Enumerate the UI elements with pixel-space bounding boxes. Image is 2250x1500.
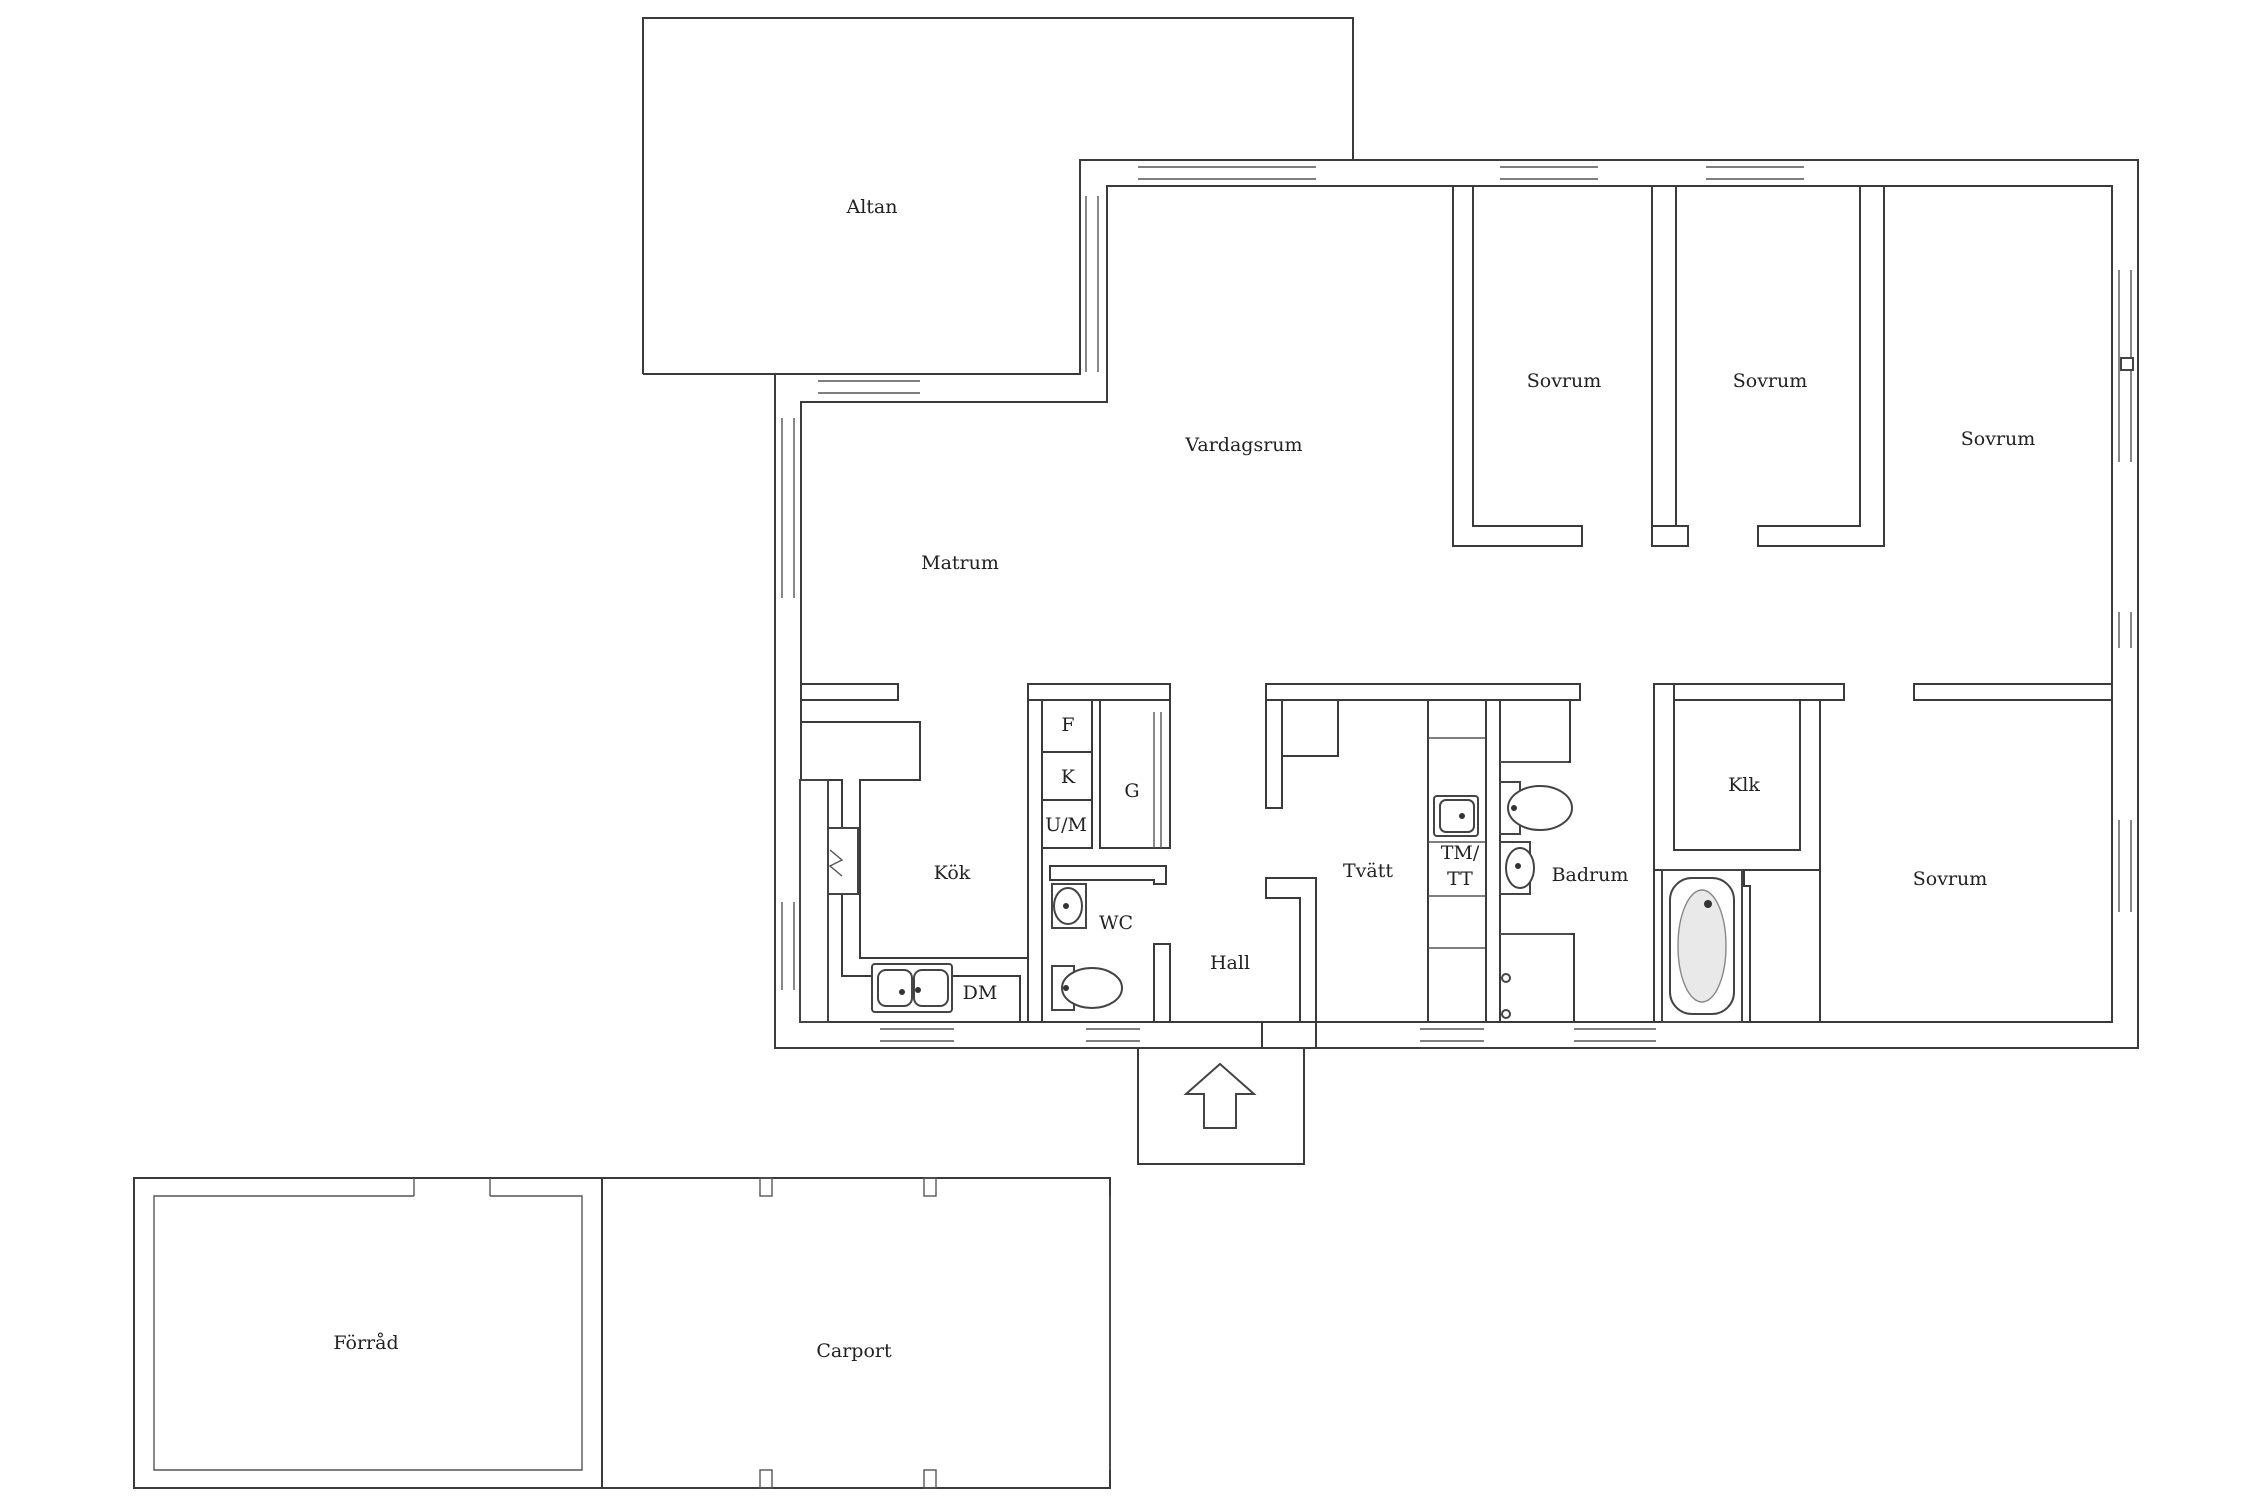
laundry-sink — [1433, 795, 1479, 837]
label-tvatt: Tvätt — [1343, 860, 1393, 882]
entrance — [1137, 1048, 1305, 1165]
label-sovrum-1: Sovrum — [1527, 370, 1602, 392]
windows — [781, 166, 2134, 1042]
label-klk: Klk — [1728, 774, 1760, 796]
label-wc: WC — [1099, 912, 1133, 934]
label-vardagsrum: Vardagsrum — [1184, 434, 1302, 456]
label-fridge: F — [1061, 714, 1074, 736]
wc-fixtures — [1051, 883, 1123, 1011]
label-wardrobe: G — [1124, 780, 1139, 802]
label-sovrum-3: Sovrum — [1961, 428, 2036, 450]
label-oven-micro: U/M — [1045, 814, 1087, 836]
interior-walls — [800, 185, 2113, 1049]
outbuilding — [133, 1177, 1111, 1489]
label-dishwasher: DM — [963, 982, 998, 1004]
altan-deck — [642, 17, 1354, 375]
label-forrad: Förråd — [333, 1332, 398, 1354]
label-badrum: Badrum — [1552, 864, 1629, 886]
label-sovrum-4: Sovrum — [1913, 868, 1988, 890]
label-dryer: TT — [1447, 868, 1473, 890]
up-arrow-icon — [1183, 1062, 1257, 1129]
kitchen — [799, 779, 953, 1023]
label-carport: Carport — [816, 1340, 892, 1362]
label-matrum: Matrum — [921, 552, 999, 574]
bathroom-fixtures — [1499, 761, 1743, 1023]
label-freezer: K — [1061, 766, 1076, 788]
label-hall: Hall — [1210, 952, 1250, 974]
label-kok: Kök — [934, 862, 971, 884]
label-altan: Altan — [846, 196, 898, 218]
label-washer: TM/ — [1441, 842, 1480, 864]
label-sovrum-2: Sovrum — [1733, 370, 1808, 392]
room-labels: Altan Vardagsrum Sovrum Sovrum Sovrum So… — [333, 196, 2035, 1362]
